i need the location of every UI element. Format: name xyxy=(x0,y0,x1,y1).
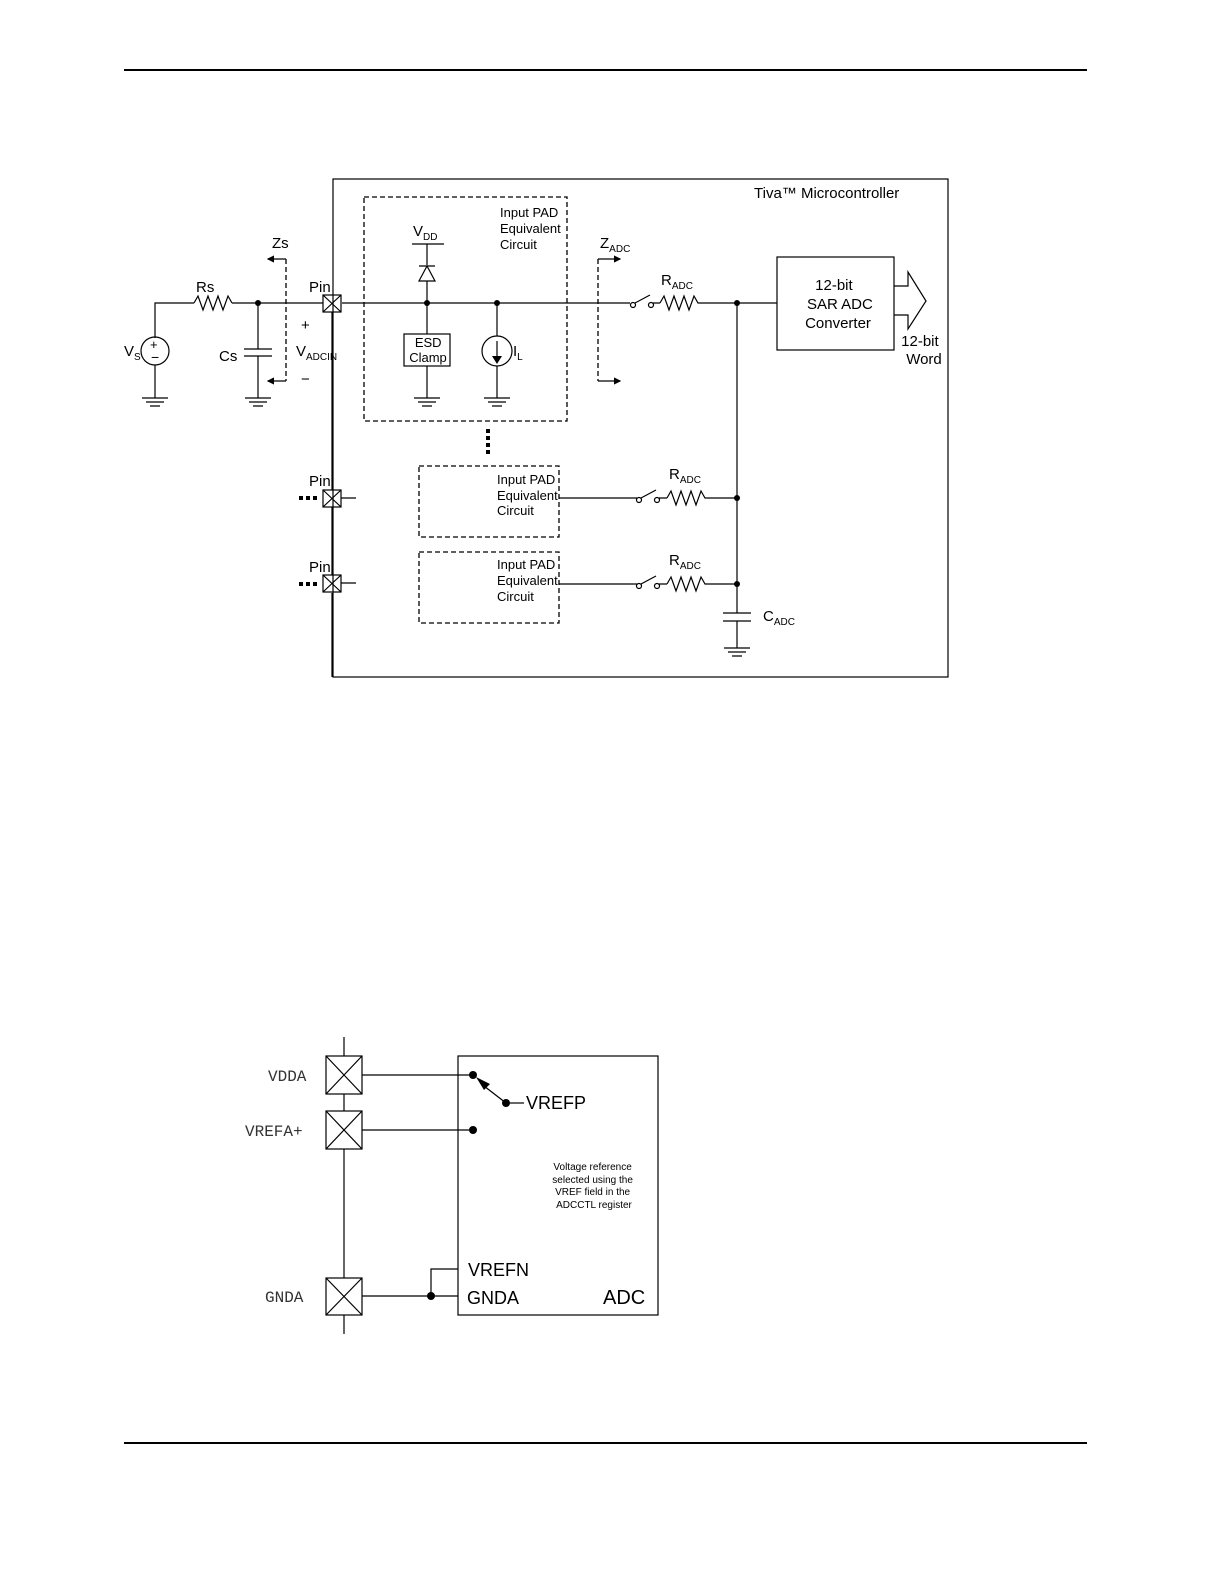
header-rule xyxy=(124,69,1087,71)
pin-label-2: Pin xyxy=(309,473,331,490)
radc-resistor-2 xyxy=(666,489,737,507)
rs-resistor xyxy=(193,294,233,312)
zadc-label: ZADC xyxy=(600,235,630,255)
input-pad-box-2 xyxy=(418,465,560,538)
ground-il xyxy=(484,397,510,407)
gnda-label: GNDA xyxy=(467,1288,519,1308)
sample-switch-1 xyxy=(634,294,660,304)
microcontroller-boundary xyxy=(332,178,949,678)
vdda-label: VDDA xyxy=(268,1068,307,1086)
vadcin-plus: + xyxy=(301,317,310,334)
cs-label: Cs xyxy=(219,348,237,365)
svg-text:+: + xyxy=(150,337,158,352)
vs-label: VS xyxy=(124,343,141,363)
gnda-pin xyxy=(325,1277,363,1316)
ground-esd xyxy=(414,397,440,407)
radc-label-1: RADC xyxy=(661,272,693,292)
vdd-label: VDD xyxy=(413,223,437,243)
output-arrow xyxy=(894,269,927,332)
source-wire xyxy=(154,302,194,338)
vdda-pin xyxy=(325,1055,363,1095)
pin-label-3: Pin xyxy=(309,559,331,576)
input-pad-box-1 xyxy=(363,196,568,422)
diode-symbol xyxy=(418,264,436,303)
ground-cs xyxy=(245,397,271,407)
input-pad-label-2: Input PAD Equivalent Circuit xyxy=(497,472,561,518)
radc-resistor-1 xyxy=(659,294,777,312)
vrefa-pin xyxy=(325,1110,363,1150)
cs-capacitor xyxy=(244,303,272,398)
svg-text:−: − xyxy=(151,349,159,365)
vref-selector-switch xyxy=(483,1085,507,1104)
vadcin-label: VADCIN xyxy=(296,343,337,363)
vref-note: Voltage reference selected using the VRE… xyxy=(552,1162,635,1211)
microcontroller-title: Tiva™ Microcontroller xyxy=(754,185,899,202)
adc-input-equivalency-diagram: Tiva™ Microcontroller Input PAD Equivale… xyxy=(124,178,949,678)
radc-resistor-3 xyxy=(666,575,737,593)
vrefa-label: VREFA+ xyxy=(245,1123,303,1141)
input-pad-box-3 xyxy=(418,551,560,624)
adc-box xyxy=(457,1055,659,1316)
cadc-capacitor xyxy=(723,612,751,622)
zs-label: Zs xyxy=(272,235,289,252)
ground-vs xyxy=(142,397,168,407)
sample-switch-3 xyxy=(640,575,667,585)
footer-rule xyxy=(124,1442,1087,1444)
gnda-pin-label: GNDA xyxy=(265,1289,304,1307)
il-label: IL xyxy=(513,343,523,363)
vdd-rail xyxy=(412,243,444,265)
vadcin-minus: − xyxy=(301,371,310,388)
esd-clamp-label: ESD Clamp xyxy=(409,335,447,365)
input-pad-label-1: Input PAD Equivalent Circuit xyxy=(500,205,564,252)
adc-label: ADC xyxy=(603,1287,645,1309)
vrefn-label: VREFN xyxy=(468,1260,529,1280)
word-label: 12-bit Word xyxy=(901,333,943,368)
sar-adc-label: 12-bit SAR ADC Converter xyxy=(805,277,877,332)
cadc-label: CADC xyxy=(763,608,795,628)
sample-switch-2 xyxy=(640,489,667,499)
rs-label: Rs xyxy=(196,279,214,296)
ground-cadc xyxy=(724,647,750,657)
radc-label-2: RADC xyxy=(669,466,701,486)
radc-label-3: RADC xyxy=(669,552,701,572)
vrefp-label: VREFP xyxy=(526,1093,586,1113)
pin-label-1: Pin xyxy=(309,279,331,296)
input-pad-label-3: Input PAD Equivalent Circuit xyxy=(497,557,561,604)
sar-adc-converter-box xyxy=(776,256,895,351)
